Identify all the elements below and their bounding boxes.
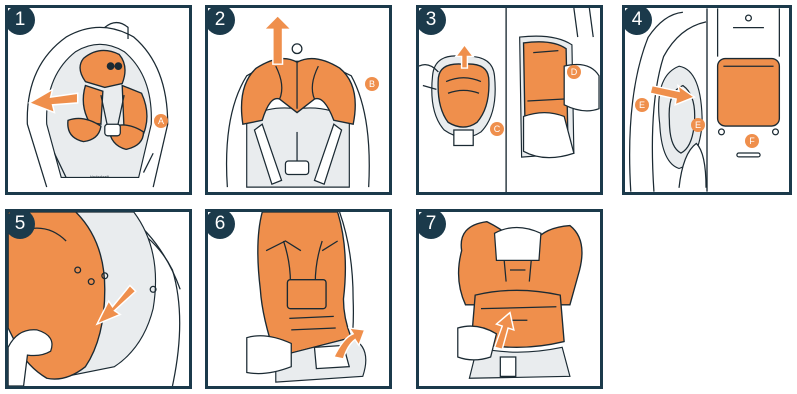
step-2-badge: 2	[205, 5, 235, 35]
step-3-panel: 3 C D	[416, 5, 603, 195]
step-2-illustration	[208, 8, 389, 192]
step-4-illustration	[625, 8, 789, 192]
step-1-badge: 1	[5, 5, 35, 35]
part-label-e-left: E	[635, 98, 649, 112]
step-4-badge: 4	[622, 5, 652, 35]
step-1-illustration	[8, 8, 189, 192]
step-1-panel: 1 A kinderkraft	[5, 5, 192, 195]
part-label-e-right: E	[691, 118, 705, 132]
step-5-illustration	[8, 212, 189, 386]
step-3-illustration	[419, 8, 600, 192]
part-label-c: C	[490, 122, 504, 136]
step-2-panel: 2 B	[205, 5, 392, 195]
step-6-illustration	[208, 212, 389, 386]
part-label-a: A	[154, 114, 168, 128]
step-6-panel: 6	[205, 209, 392, 389]
part-label-d: D	[567, 65, 581, 79]
step-6-badge: 6	[205, 209, 235, 239]
step-7-badge: 7	[416, 209, 446, 239]
step-3-badge: 3	[416, 5, 446, 35]
part-label-f: F	[745, 134, 759, 148]
step-5-badge: 5	[5, 209, 35, 239]
step-4-panel: 4 E E F	[622, 5, 792, 195]
step-7-illustration	[419, 212, 600, 386]
step-5-panel: 5	[5, 209, 192, 389]
step-7-panel: 7	[416, 209, 603, 389]
brand-logo: kinderkraft	[90, 174, 109, 179]
part-label-b: B	[365, 77, 379, 91]
